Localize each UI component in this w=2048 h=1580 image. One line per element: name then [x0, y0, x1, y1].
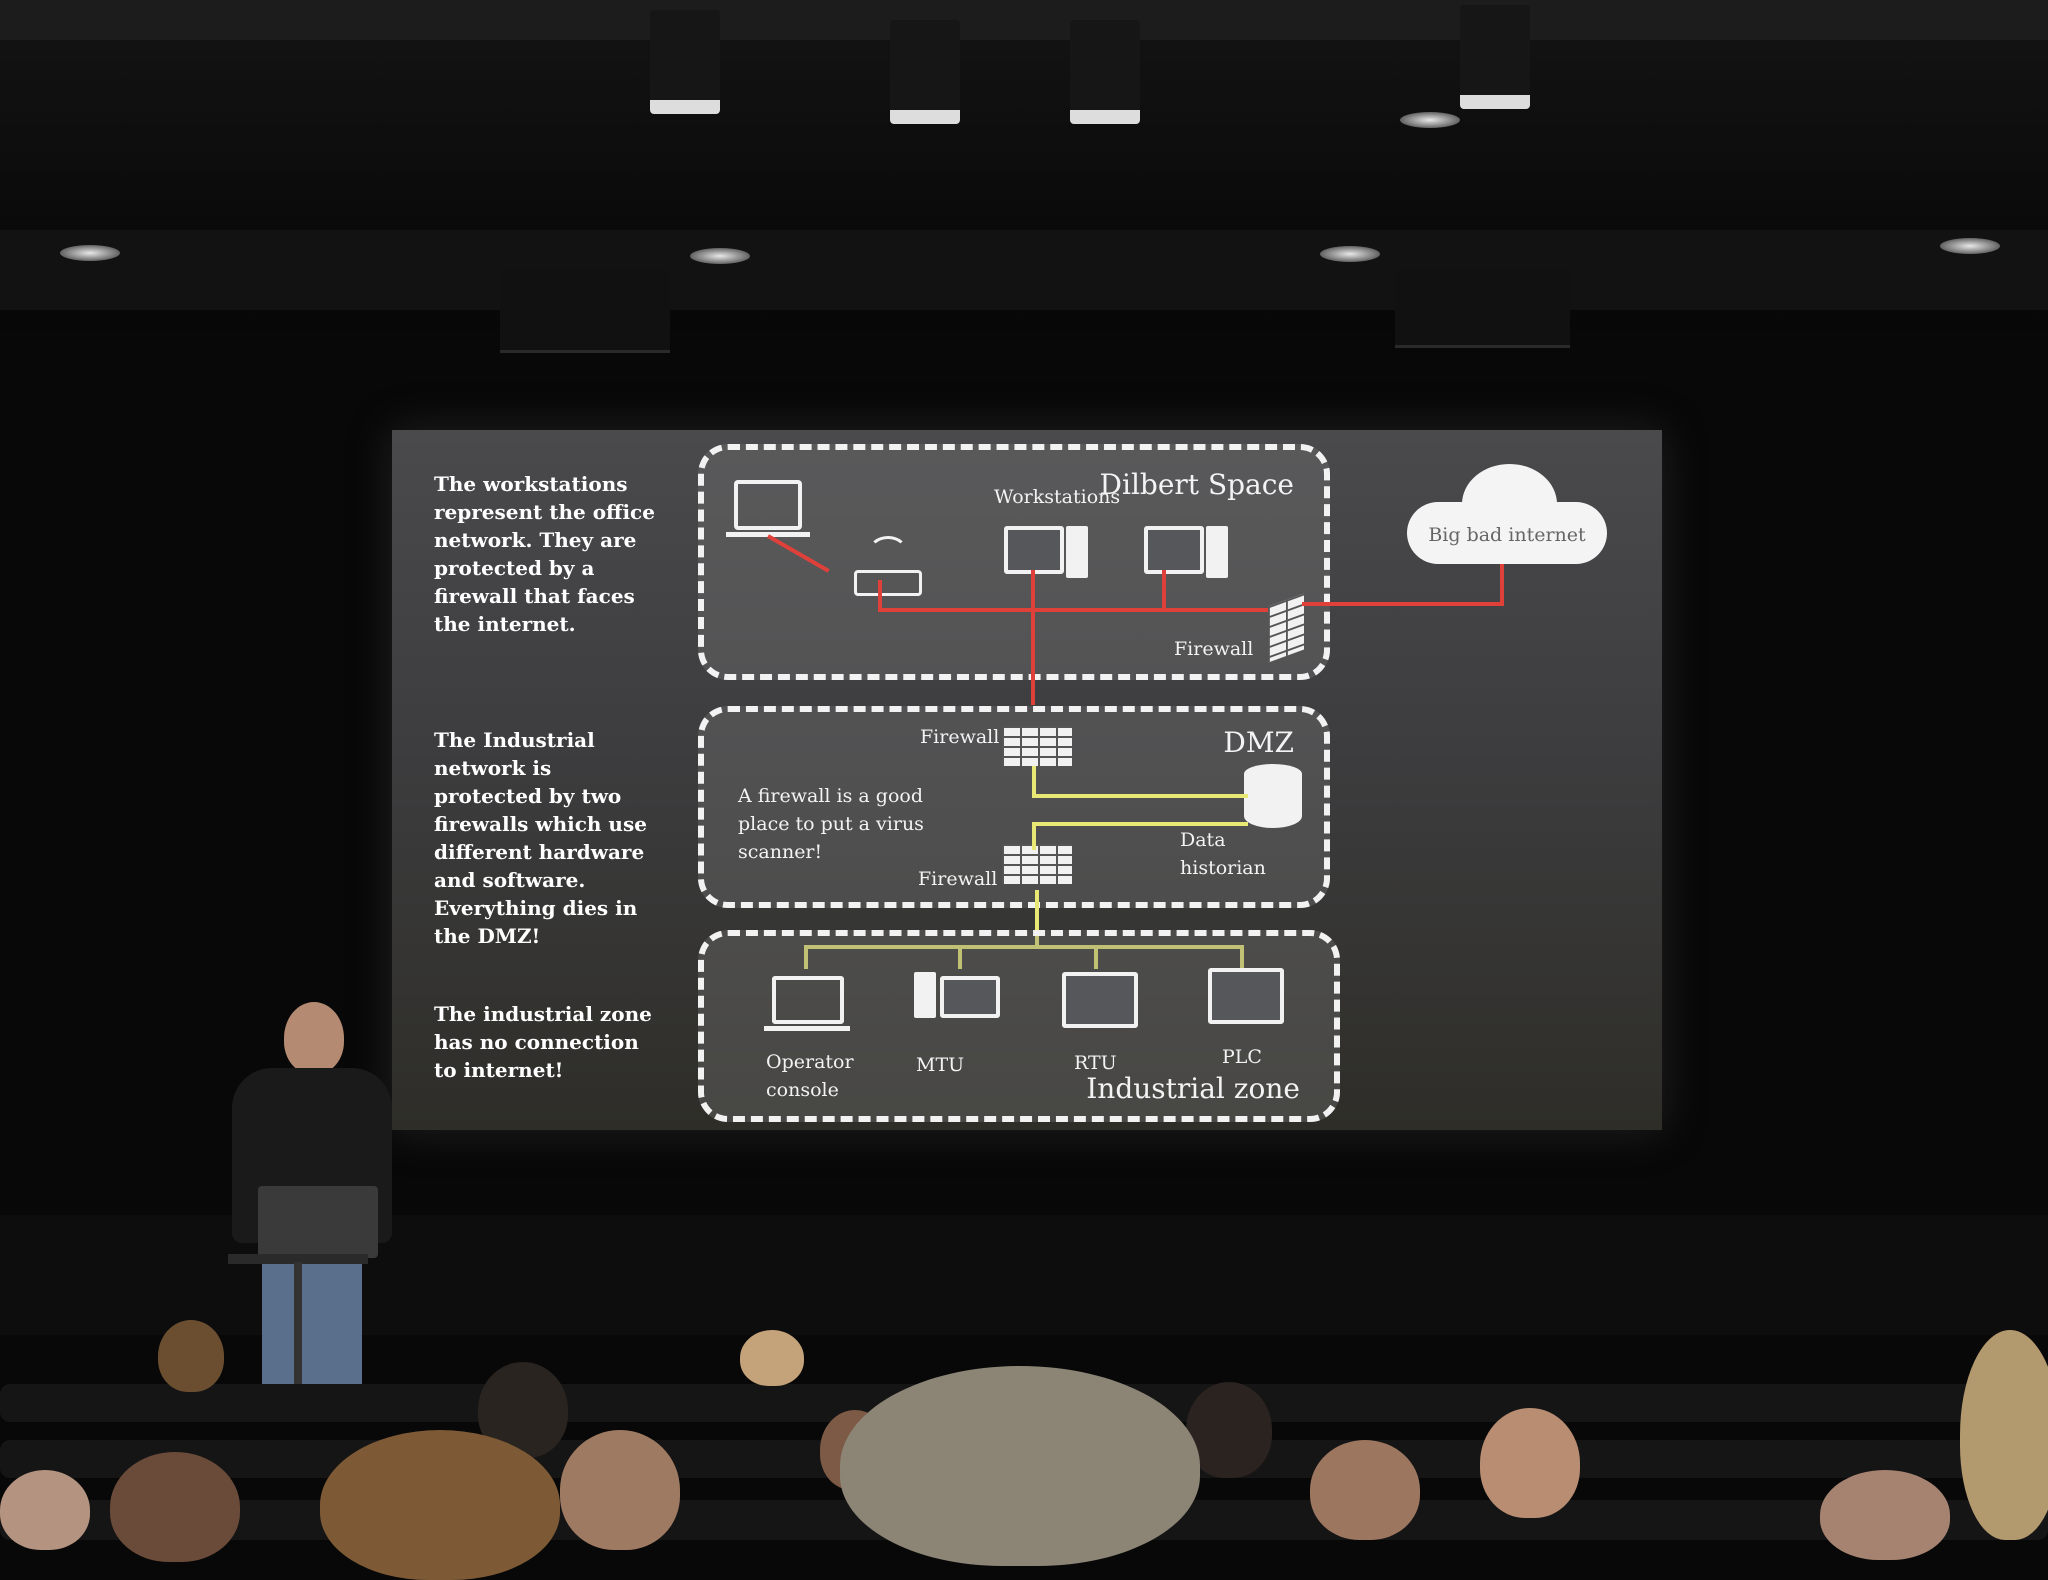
- laptop-icon: [726, 480, 810, 537]
- audience-head: [320, 1430, 560, 1580]
- ceiling-speaker: [500, 270, 670, 353]
- zone-dilbert-space: Dilbert Space Workstations Firewall: [698, 444, 1330, 680]
- ceiling-lamp: [1320, 246, 1380, 262]
- plc-icon: [1208, 968, 1284, 1024]
- router-uplink: [878, 580, 882, 610]
- workstation-drop: [1031, 570, 1035, 705]
- stage-spotlight: [1070, 20, 1140, 124]
- wifi-icon: [868, 536, 908, 569]
- scan-return-arrow: [1032, 766, 1036, 796]
- device-label-plc: PLC: [1222, 1046, 1262, 1068]
- desktop-icon: [1144, 526, 1204, 574]
- internet-link: [1302, 602, 1504, 606]
- operator-laptop-icon: [764, 976, 850, 1031]
- rtu-icon: [1062, 972, 1138, 1028]
- side-note-industrial: The industrial zone has no connection to…: [434, 1002, 652, 1082]
- ceiling-lamp: [690, 248, 750, 264]
- ceiling-lamp: [1940, 238, 2000, 254]
- presenter-jeans: [262, 1240, 362, 1390]
- device-drop: [958, 945, 962, 969]
- audience-head: [1820, 1470, 1950, 1560]
- device-label-operator-console: Operator console: [766, 1051, 854, 1101]
- dmz-firewall-top-label: Firewall: [920, 726, 1000, 748]
- ceiling-speaker: [1395, 270, 1570, 348]
- workstation-drop: [1162, 570, 1166, 610]
- mtu-monitor-icon: [940, 976, 1000, 1018]
- audience-head: [1186, 1382, 1272, 1478]
- cloud-label: Big bad internet: [1428, 524, 1586, 546]
- audience-head: [840, 1366, 1200, 1566]
- device-label-rtu: RTU: [1074, 1052, 1117, 1074]
- tower-icon: [1206, 526, 1228, 578]
- device-drop: [1094, 945, 1098, 969]
- audience-head: [740, 1330, 804, 1386]
- router-icon: [854, 570, 922, 596]
- desktop-icon: [1004, 526, 1064, 574]
- zone-title-dmz: DMZ: [1223, 726, 1294, 759]
- audience-head: [1480, 1408, 1580, 1518]
- audience-head: [158, 1320, 224, 1392]
- dmz-firewall-bottom-label: Firewall: [918, 868, 998, 890]
- audience-head: [1310, 1440, 1420, 1540]
- dmz-firewall-top-icon: [1002, 726, 1072, 766]
- historian-link: [1032, 822, 1036, 850]
- stage-spotlight: [1460, 5, 1530, 109]
- ceiling: [0, 0, 2048, 353]
- projection-screen: The workstations represent the office ne…: [392, 430, 1662, 1130]
- zone-title-industrial: Industrial zone: [1086, 1072, 1300, 1105]
- device-label-mtu: MTU: [916, 1054, 965, 1076]
- historian-link: [1032, 822, 1248, 826]
- side-note-office: The workstations represent the office ne…: [434, 472, 655, 636]
- zone-title-office: Dilbert Space: [1099, 468, 1294, 501]
- ceiling-lamp: [1400, 112, 1460, 128]
- zone-industrial: Industrial zone Operator console MTU RTU…: [698, 930, 1340, 1122]
- audience-head: [1960, 1330, 2048, 1540]
- data-historian-label: Data historian: [1180, 829, 1266, 879]
- tower-icon: [1066, 526, 1088, 578]
- podium-stand: [294, 1262, 302, 1392]
- ceiling-beam: [0, 0, 2048, 40]
- ceiling-lamp: [60, 245, 120, 261]
- presenter-head: [284, 1002, 344, 1074]
- office-lan-line: [878, 608, 1268, 612]
- ceiling-beam: [0, 230, 2048, 310]
- office-firewall-icon: [1268, 593, 1304, 663]
- stage-spotlight: [650, 10, 720, 114]
- industrial-uplink: [1035, 890, 1039, 948]
- internet-link: [1500, 550, 1504, 606]
- audience-head: [560, 1430, 680, 1550]
- zone-dmz: DMZ Firewall Firewall A firewall is a go…: [698, 706, 1330, 908]
- device-drop: [1240, 945, 1244, 969]
- dmz-firewall-bottom-icon: [1002, 844, 1072, 884]
- podium-top: [228, 1254, 368, 1264]
- virus-scanner-note: A firewall is a good place to put a viru…: [738, 785, 924, 863]
- office-firewall-label: Firewall: [1174, 638, 1254, 660]
- stage-spotlight: [890, 20, 960, 124]
- internet-cloud: Big bad internet: [1407, 464, 1607, 564]
- audience-head: [110, 1452, 240, 1562]
- mtu-tower-icon: [914, 972, 936, 1018]
- database-icon: [1244, 764, 1302, 836]
- laptop-on-podium: [258, 1186, 378, 1258]
- device-drop: [804, 945, 808, 969]
- historian-link: [1032, 794, 1248, 798]
- audience-head: [0, 1470, 90, 1550]
- industrial-lan-line: [804, 945, 1244, 949]
- workstations-label: Workstations: [994, 486, 1121, 508]
- side-note-dmz: The Industrial network is protected by t…: [434, 728, 647, 948]
